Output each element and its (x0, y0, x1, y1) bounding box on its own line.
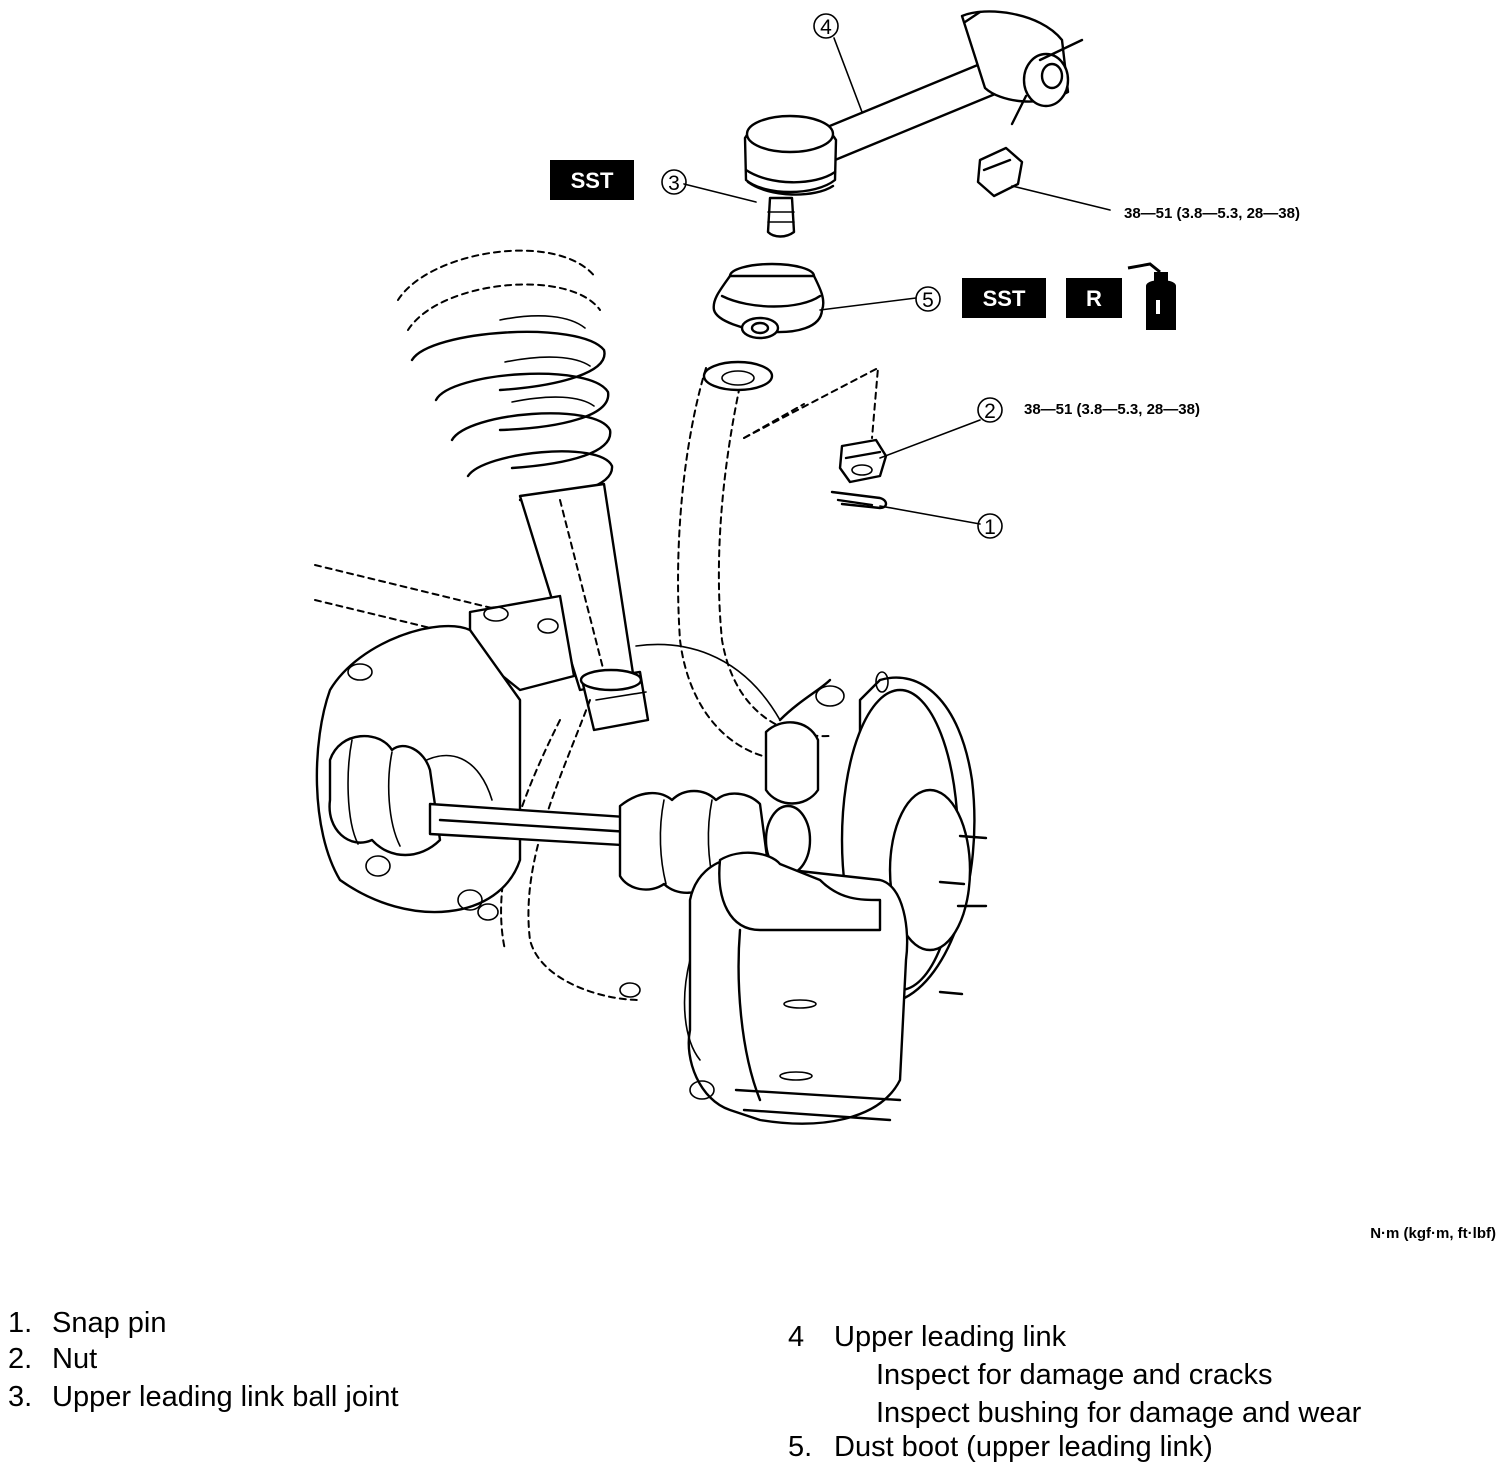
brake-caliper (619, 851, 909, 1125)
shock-absorber (518, 482, 650, 732)
callout-1: 1 (977, 513, 1003, 539)
leader-lines (683, 37, 1111, 525)
legend-4-note-1: Inspect for damage and cracks (876, 1359, 1273, 1391)
torque-bushing-nut: 38—51 (3.8—5.3, 28—38) (1124, 205, 1300, 222)
legend-2-num: 2. (8, 1343, 32, 1375)
sst-badge-boot: SST (962, 278, 1046, 318)
legend-4-note-2: Inspect bushing for damage and wear (876, 1397, 1362, 1429)
callout-2: 2 (977, 397, 1003, 423)
svg-text:2: 2 (984, 400, 996, 423)
bushing-nut (976, 94, 1028, 198)
callout-5: 5 (915, 286, 941, 312)
svg-text:1: 1 (984, 516, 996, 539)
upper-knuckle (635, 643, 845, 805)
svg-text:R: R (1086, 286, 1102, 311)
legend-3-num: 3. (8, 1381, 32, 1413)
legend-1-num: 1. (8, 1307, 32, 1339)
svg-text:3: 3 (668, 172, 680, 195)
legend-3-text: Upper leading link ball joint (52, 1381, 399, 1413)
coil-spring (397, 249, 614, 502)
torque-ball-joint-nut: 38—51 (3.8—5.3, 28—38) (1024, 401, 1200, 418)
differential-housing (315, 624, 522, 921)
assembly-guide-line (743, 366, 880, 439)
torque-units: N·m (kgf·m, ft·lbf) (1370, 1225, 1496, 1242)
callout-4: 4 (813, 13, 839, 39)
legend-2-text: Nut (52, 1343, 97, 1375)
legend-4-text: Upper leading link (834, 1321, 1067, 1353)
legend-4-num: 4 (788, 1321, 804, 1353)
svg-text:4: 4 (820, 16, 832, 39)
legend-left: 1. Snap pin 2. Nut 3. Upper leading link… (8, 1307, 399, 1413)
legend-5-text: Dust boot (upper leading link) (834, 1431, 1213, 1463)
legend-1-text: Snap pin (52, 1307, 167, 1339)
svg-text:SST: SST (983, 286, 1026, 311)
callout-3: 3 (661, 169, 687, 195)
drive-shaft (428, 802, 642, 848)
snap-pin (830, 490, 888, 510)
dust-boot (712, 262, 825, 340)
legend-5-num: 5. (788, 1431, 812, 1463)
upper-leading-link (743, 10, 1084, 238)
grease-gun-icon (1127, 262, 1176, 330)
legend-right: 4 Upper leading link Inspect for damage … (788, 1321, 1362, 1463)
sst-badge-top: SST (550, 160, 634, 200)
ball-joint-nut (838, 438, 888, 484)
svg-text:5: 5 (922, 289, 934, 312)
replace-badge: R (1066, 278, 1122, 318)
svg-text:SST: SST (571, 168, 614, 193)
